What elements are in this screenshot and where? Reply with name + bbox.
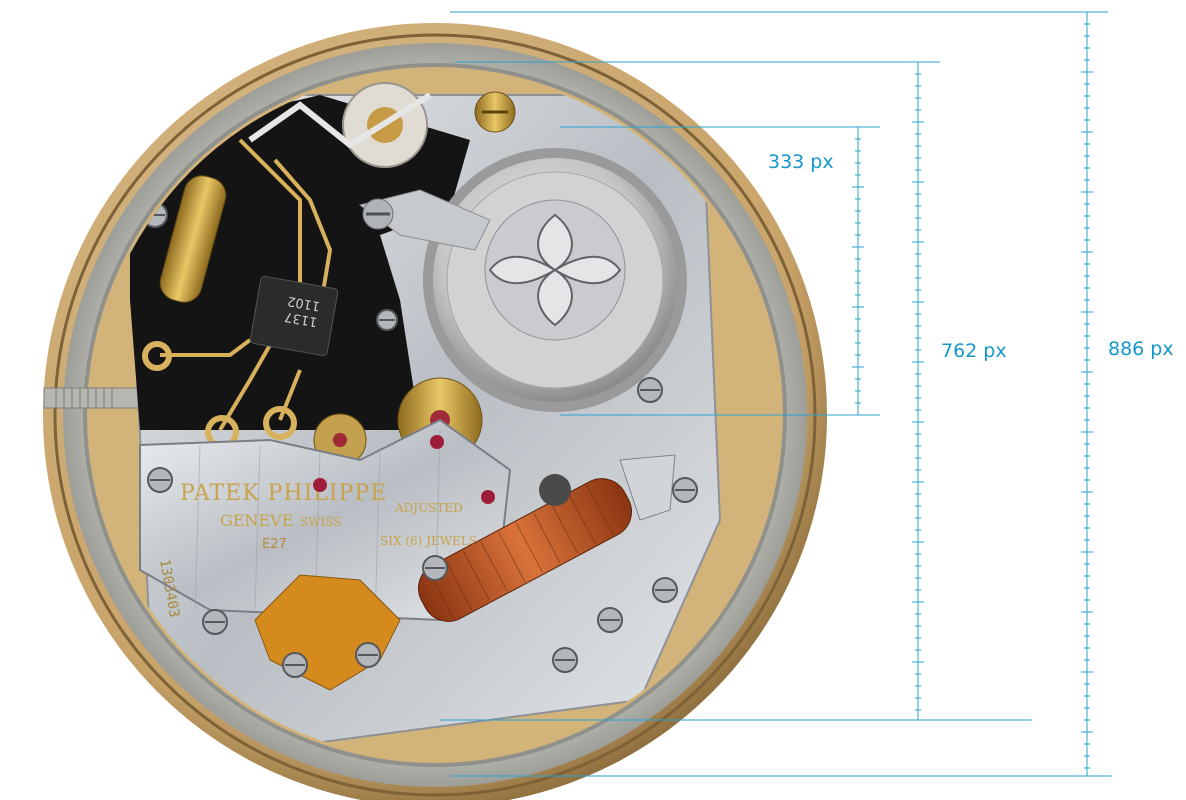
screws [142,202,698,678]
dimension-lines [440,11,1112,777]
caliber-engraving: E27 [262,537,287,552]
ic-chip: 1137 1102 [249,275,339,357]
dimension-ticks [852,11,1093,769]
adjusted-engraving: ADJUSTED [394,501,463,515]
main-bridge: PATEK PHILIPPE GENEVE SWISS E27 ADJUSTED… [139,418,512,622]
geneve-engraving: GENEVE [220,511,293,530]
svg-text:1102: 1102 [286,293,321,314]
battery-clamp [358,189,626,341]
top-contact-assembly [248,82,516,168]
measurement-label-762: 762 px [941,340,1007,362]
measurement-label-886: 886 px [1108,338,1174,360]
quartz-crystal [159,175,227,303]
swiss-engraving: SWISS [300,515,342,529]
brand-engraving: PATEK PHILIPPE [180,481,387,506]
winding-stem [43,387,140,409]
measurement-label-333: 333 px [768,151,834,173]
calatrava-cross-icon [488,213,622,327]
stepper-motor-coil [418,454,676,622]
jewels-engraving: SIX (6) JEWELS [380,534,477,548]
svg-text:1137: 1137 [283,309,318,330]
